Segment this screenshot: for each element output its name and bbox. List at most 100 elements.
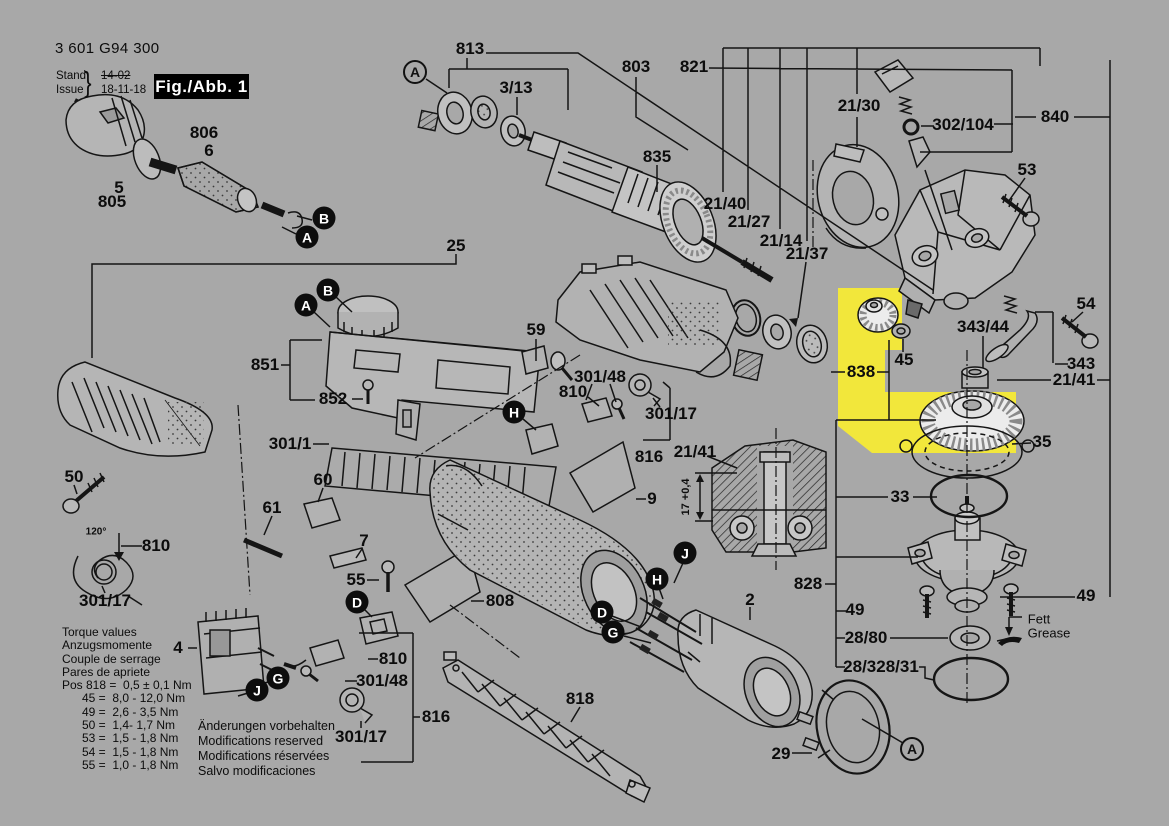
part-label-21-37-13: 21/37 [785, 244, 829, 263]
retaining-ring-29-drawing [796, 679, 891, 775]
armature-drawing [518, 131, 774, 283]
part-label-840-7: 840 [1040, 107, 1070, 126]
part-label-28-80-55: 28/80 [844, 628, 888, 647]
part-label-813-0: 813 [455, 39, 485, 58]
torque-line-5: 45 = 8,0 - 12,0 Nm [62, 691, 186, 706]
part-label-7-34: 7 [359, 531, 369, 550]
part-label-54-9: 54 [1076, 294, 1096, 313]
ref-marker-J-8: J [245, 678, 269, 702]
part-label-33-51: 33 [890, 487, 910, 506]
ref-marker-A-2: A [295, 225, 319, 249]
leader-arrowheads [114, 318, 1013, 636]
part-label-50-29: 50 [64, 467, 84, 486]
ref-marker-D-9: D [590, 600, 614, 624]
part-label-810-37: 810 [378, 649, 408, 668]
part-label-53-8: 53 [1017, 160, 1037, 179]
torque-line-3: Pares de apriete [62, 664, 151, 679]
part-label-60-30: 60 [313, 470, 333, 489]
torque-line-9: 54 = 1,5 - 1,8 Nm [62, 744, 179, 759]
part-label-49-53: 49 [845, 600, 865, 619]
part-label-301-17-24: 301/17 [645, 404, 697, 423]
ref-marker-B-1: B [312, 206, 336, 230]
brace-glyph: } [84, 67, 92, 99]
stand-label: Stand [56, 70, 87, 82]
part-label-21-30-5: 21/30 [837, 96, 881, 115]
note-line-2: Modifications réservées [198, 748, 330, 763]
part-label-852-20: 852 [318, 389, 348, 408]
torque-line-4: Pos 818 = 0,5 ± 0,1 Nm [62, 678, 192, 693]
speed-module-drawing [197, 608, 277, 695]
part-label-301-17-39: 301/17 [335, 727, 387, 746]
part-label-301-48-22: 301/48 [574, 367, 626, 386]
torque-line-0: Torque values [62, 625, 137, 639]
part-label-6-16: 6 [204, 141, 214, 160]
leader-lines [73, 47, 1111, 763]
note-line-3: Salvo modificaciones [198, 763, 316, 778]
part-label-21-41-49: 21/41 [1052, 370, 1096, 389]
part-label-810-32: 810 [141, 536, 171, 555]
part-label-Fett-57: Fett [1027, 611, 1051, 627]
stand-issue-labels: Stand Issue [56, 70, 86, 97]
part-label-35-50: 35 [1032, 432, 1052, 451]
type-number: 3 601 G94 300 [55, 40, 160, 57]
part-label-835-4: 835 [642, 147, 672, 166]
ref-marker-B-3: B [316, 278, 340, 302]
ref-marker-D-6: D [345, 590, 369, 614]
switch-assembly-drawing [325, 295, 541, 441]
part-label-810-23: 810 [558, 382, 588, 401]
rings-and-bearing-drawing [696, 291, 829, 382]
part-label-21-27-11: 21/27 [727, 212, 771, 231]
baffle-sheet-drawing [403, 440, 636, 624]
motor-housing-drawing [429, 459, 655, 637]
note-line-0: Änderungen vorbehalten [198, 719, 335, 733]
part-label-828-52: 828 [793, 574, 823, 593]
part-label-805-18: 805 [97, 192, 127, 211]
o-rings-and-washer-drawing [929, 473, 1022, 702]
spindle-lock-parts-drawing [873, 59, 931, 169]
torque-line-6: 49 = 2,6 - 3,5 Nm [62, 704, 179, 719]
ref-marker-G-7: G [266, 666, 290, 690]
part-label-816-40: 816 [421, 707, 451, 726]
ref-marker-A-4: A [294, 293, 318, 317]
part-label-343-48: 343 [1066, 354, 1096, 373]
part-label-9-26: 9 [647, 489, 657, 508]
figure-badge: Fig./Abb. 1 [154, 74, 249, 99]
ref-marker-A-13: A [900, 737, 924, 761]
part-label-818-42: 818 [565, 689, 595, 708]
gear-housing-drawing [894, 169, 1036, 315]
issue-dates: 14-02 18-11-18 [101, 70, 146, 97]
part-label-302-104-6: 302/104 [932, 115, 994, 134]
old-date: 14-02 [101, 70, 131, 82]
ref-marker-G-10: G [601, 620, 625, 644]
torque-line-10: 55 = 1,0 - 1,8 Nm [62, 757, 179, 772]
part-label-59-21: 59 [526, 320, 546, 339]
new-date: 18-11-18 [101, 83, 147, 96]
part-label-Grease-58: Grease [1027, 625, 1071, 641]
side-cover-drawing [57, 361, 213, 457]
ref-marker-H-5: H [502, 400, 526, 424]
torque-line-2: Couple de serrage [62, 651, 161, 666]
ref-marker-J-12: J [673, 541, 697, 565]
part-label-821-3: 821 [679, 57, 709, 76]
bevel-gear-set-drawing [857, 295, 1038, 479]
stator-drawing [629, 597, 813, 728]
brush-holder-parts-drawing [243, 345, 662, 724]
torque-line-7: 50 = 1,4- 1,7 Nm [62, 718, 176, 733]
torque-line-8: 53 = 1,5 - 1,8 Nm [62, 731, 179, 746]
part-label-25-14: 25 [446, 236, 466, 255]
torque-line-1: Anzugsmomente [62, 638, 153, 653]
part-label-28-328-31-56: 28/328/31 [843, 657, 919, 676]
ref-marker-H-11: H [645, 567, 669, 591]
part-label-838-45: 838 [846, 362, 876, 381]
cover-rail-818-drawing [442, 651, 651, 804]
part-label-29-44: 29 [771, 744, 791, 763]
part-label-851-19: 851 [250, 355, 280, 374]
part-label-55-35: 55 [346, 570, 366, 589]
part-label-2-43: 2 [745, 590, 755, 609]
part-label-49-54: 49 [1076, 586, 1096, 605]
part-label-803-2: 803 [621, 57, 651, 76]
